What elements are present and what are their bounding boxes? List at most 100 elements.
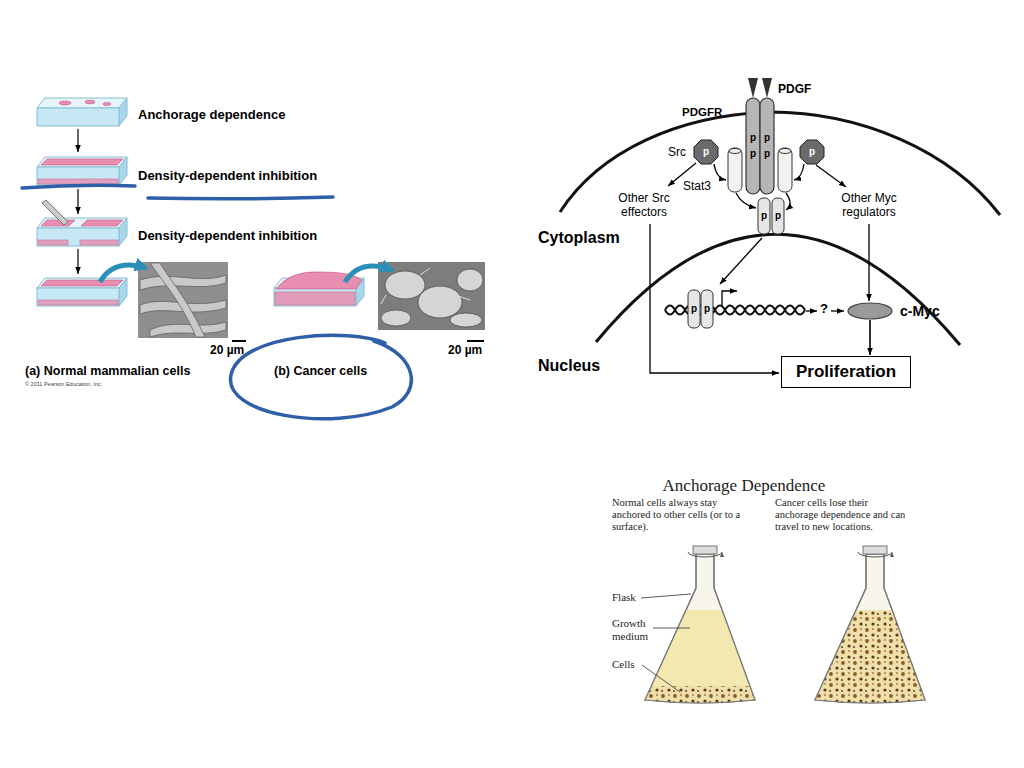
micrograph-normal xyxy=(150,322,226,337)
pathway-arrow xyxy=(786,193,790,210)
zoom-arrow xyxy=(345,266,392,282)
panel-caption: (b) Cancer cells xyxy=(274,364,367,378)
cell-layer xyxy=(59,101,71,105)
pathway-arrow xyxy=(722,291,737,306)
pdgf-ligand xyxy=(762,78,772,98)
leader-line xyxy=(641,594,691,598)
hand-annotation xyxy=(22,185,135,188)
stat3-dimer xyxy=(772,198,784,234)
molecule-label: Src xyxy=(668,146,686,160)
leader-line xyxy=(653,628,690,629)
micrograph-normal xyxy=(140,275,226,290)
petri-dish xyxy=(37,218,127,246)
effector-label: Other Myc regulators xyxy=(824,192,914,220)
flask-normal xyxy=(645,554,755,703)
micrograph-cancer xyxy=(381,269,483,327)
dna-helix xyxy=(665,306,805,315)
cell-layer xyxy=(41,159,123,165)
receptor-shape xyxy=(746,98,774,194)
phospho-mark: p xyxy=(688,303,700,315)
micrograph-cancer xyxy=(381,310,411,326)
step-arrow xyxy=(77,249,78,274)
protein-ellipse xyxy=(848,303,892,319)
petri-dish xyxy=(37,157,127,185)
phospho-mark: p xyxy=(747,132,759,144)
cell-layer xyxy=(85,100,95,104)
pathway-arrow xyxy=(816,165,846,187)
unknown-step-mark: ? xyxy=(820,302,828,317)
receptor-shape xyxy=(760,98,774,194)
scraper-tool xyxy=(42,200,68,225)
flask-cancer xyxy=(815,546,925,703)
hand-annotation xyxy=(22,185,411,418)
flask-cancer xyxy=(858,552,892,557)
hand-annotation xyxy=(230,335,411,418)
pathway-arrow xyxy=(794,164,804,180)
part-label: Cells xyxy=(612,658,635,671)
flask-normal xyxy=(693,546,717,554)
cell-layer xyxy=(275,292,355,305)
stat3-cylinder xyxy=(779,149,791,154)
scale-bar xyxy=(467,340,484,342)
phospho-mark: p xyxy=(701,303,713,315)
micrograph-normal xyxy=(150,263,205,337)
leader-line xyxy=(641,594,691,692)
pdgf-ligand xyxy=(748,78,772,98)
stat3-dimer xyxy=(688,290,700,328)
phospho-mark: p xyxy=(700,146,712,158)
flask-normal xyxy=(645,546,755,703)
cell-layer xyxy=(38,159,123,184)
scale-label: 20 µm xyxy=(448,344,482,358)
scale-bar xyxy=(232,340,246,342)
src-octagon xyxy=(800,140,824,164)
region-label: Nucleus xyxy=(538,357,600,375)
process-label: Proliferation xyxy=(796,362,896,382)
step-arrow xyxy=(77,129,78,274)
part-label: Growth medium xyxy=(612,617,662,642)
panel-caption: (a) Normal mammalian cells xyxy=(25,364,190,378)
pathway-arrow xyxy=(806,310,817,311)
pathway-arrow xyxy=(714,164,726,180)
phospho-mark: p xyxy=(761,132,773,144)
flask-normal xyxy=(645,554,755,703)
flask-cancer xyxy=(815,554,925,703)
process-box: Proliferation xyxy=(781,356,911,388)
cell-layer xyxy=(41,220,75,226)
part-label: Flask xyxy=(612,591,636,604)
micrograph-normal xyxy=(138,262,228,338)
flask-cancer xyxy=(863,546,887,554)
cell-layer xyxy=(38,300,118,305)
dna-helix xyxy=(665,306,805,315)
step-label: Anchorage dependence xyxy=(138,108,285,123)
step-label: Density-dependent inhibition xyxy=(138,169,317,184)
step-label: Density-dependent inhibition xyxy=(138,229,317,244)
pathway-arrow xyxy=(868,224,869,301)
micrograph-cancer xyxy=(378,262,485,330)
scale-label: 20 µm xyxy=(210,344,244,358)
figure-title: Anchorage Dependence xyxy=(630,476,858,496)
protein-name: c-Myc xyxy=(900,303,940,319)
micrograph-normal xyxy=(140,263,226,337)
micrograph-cancer xyxy=(381,295,386,304)
stat3-cylinder xyxy=(728,148,792,192)
pathway-arrow xyxy=(650,224,779,373)
molecule-label: PDGF xyxy=(778,83,811,97)
stat3-cylinder xyxy=(729,149,741,154)
pathway-arrow xyxy=(650,163,869,373)
protein-node: c-Myc xyxy=(846,301,940,321)
pathway-arrow xyxy=(720,238,762,284)
cell-layer xyxy=(38,280,123,305)
leader-line xyxy=(642,665,680,692)
zoom-arrow xyxy=(100,265,392,282)
cell-layer xyxy=(59,100,111,105)
description-text: Cancer cells lose their anchorage depend… xyxy=(775,497,910,533)
stat3-cylinder xyxy=(778,148,792,192)
phospho-mark: p xyxy=(772,210,784,222)
micrograph-cancer xyxy=(450,313,482,327)
dna-helix xyxy=(665,306,805,315)
pathway-arrow xyxy=(736,193,756,208)
cell-layer xyxy=(38,179,118,184)
pdgf-ligand xyxy=(748,78,758,98)
flow-arrow xyxy=(869,320,871,355)
